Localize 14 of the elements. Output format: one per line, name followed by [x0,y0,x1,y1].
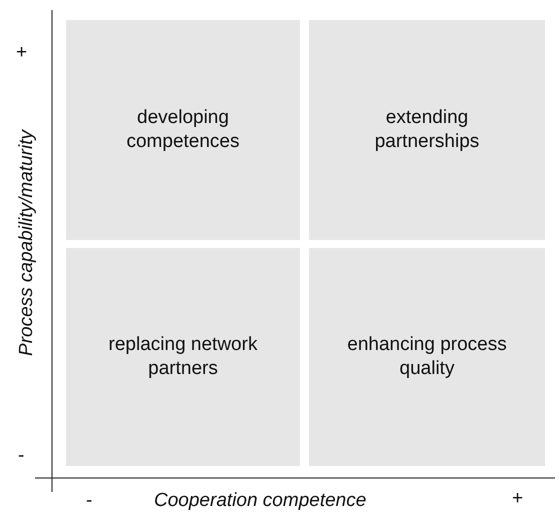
quadrant-label: extending partnerships [374,106,480,154]
y-axis-title: Process capability/maturity [16,130,38,356]
quadrant-label: replacing network partners [108,333,258,381]
x-axis-title: Cooperation competence [154,490,366,512]
quadrant-box [309,20,545,240]
quadrant-box [309,248,545,466]
quadrant-label: developing competences [125,106,240,154]
axis-low-sign: - [18,445,24,467]
quadrant-box [66,20,300,240]
axis-high-sign: + [512,488,524,510]
axis-low-sign: - [86,490,92,512]
quadrant-box [66,248,300,466]
quadrant-label: enhancing process quality [346,333,508,381]
axis-high-sign: + [16,42,28,64]
